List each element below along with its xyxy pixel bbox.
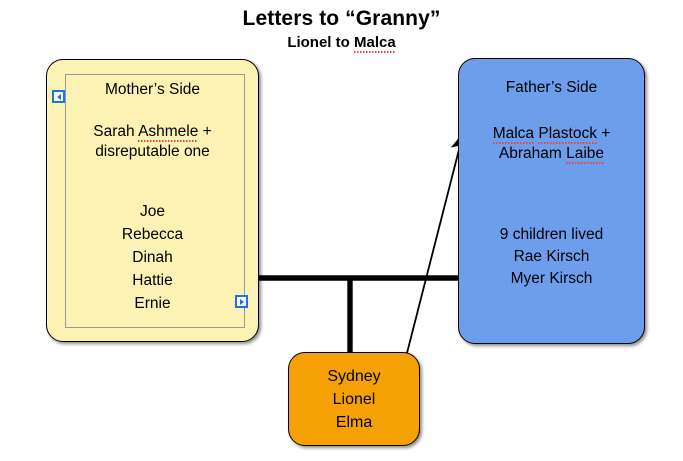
mother-inner-text-frame: [65, 74, 245, 328]
list-item: Myer Kirsch: [510, 270, 593, 287]
list-item: Dinah: [132, 249, 173, 266]
fathers-side-heading: Father’s Side: [505, 79, 598, 96]
page-subtitle-misspelled-word: Malca: [353, 34, 396, 53]
list-item: Elma: [335, 413, 373, 431]
fathers-side-couple-suffix: +: [596, 125, 611, 142]
fathers-side-couple-first-name: Malca: [492, 125, 535, 144]
title-block: Letters to “Granny” Lionel to Malca: [0, 6, 683, 53]
page-title: Letters to “Granny”: [242, 7, 441, 30]
fathers-side-couple-2-misspelled-word: Laibe: [566, 145, 605, 164]
list-item: Hattie: [132, 272, 173, 289]
mothers-side-couple-line-2: disreputable one: [95, 143, 210, 160]
list-item: Joe: [140, 203, 165, 220]
fathers-side-note: 9 children lived: [499, 226, 604, 243]
list-item: Rae Kirsch: [513, 248, 590, 265]
text-link-out-handle-icon[interactable]: [235, 295, 248, 308]
triangle-right-icon: [239, 298, 244, 305]
mothers-side-couple-line-1: Sarah Ashmele +: [47, 122, 258, 142]
mothers-side-children-list: Joe Rebecca Dinah Hattie Ernie: [47, 200, 258, 315]
mothers-side-couple-prefix: Sarah: [93, 123, 139, 140]
fathers-side-couple-last-name: Plastock: [538, 125, 597, 144]
fathers-side-children-list: 9 children lived Rae Kirsch Myer Kirsch: [459, 224, 644, 290]
list-item: Sydney: [327, 367, 381, 385]
children-list: Sydney Lionel Elma: [289, 365, 419, 434]
text-link-in-handle-icon[interactable]: [52, 90, 65, 103]
fathers-side-couple-line-1: Malca Plastock +: [459, 124, 644, 144]
page-subtitle-prefix: Lionel to: [287, 34, 354, 51]
list-item: Rebecca: [121, 226, 184, 243]
mothers-side-couple-misspelled-word: Ashmele: [138, 123, 199, 142]
node-mothers-side[interactable]: Mother’s Side Sarah Ashmele + disreputab…: [46, 59, 259, 342]
fathers-side-couple: Malca Plastock + Abraham Laibe: [459, 124, 644, 164]
fathers-side-couple-2-first-name: Abraham: [498, 145, 567, 162]
node-children[interactable]: Sydney Lionel Elma: [288, 352, 420, 446]
mothers-side-couple: Sarah Ashmele + disreputable one: [47, 122, 258, 162]
triangle-left-icon: [56, 93, 61, 100]
list-item: Ernie: [134, 295, 171, 312]
mothers-side-heading: Mother’s Side: [104, 81, 201, 98]
mothers-side-couple-suffix: +: [198, 123, 212, 140]
list-item: Lionel: [332, 390, 376, 408]
fathers-side-couple-line-2: Abraham Laibe: [459, 144, 644, 164]
node-fathers-side[interactable]: Father’s Side Malca Plastock + Abraham L…: [458, 58, 645, 344]
page-subtitle: Lionel to Malca: [0, 33, 683, 53]
